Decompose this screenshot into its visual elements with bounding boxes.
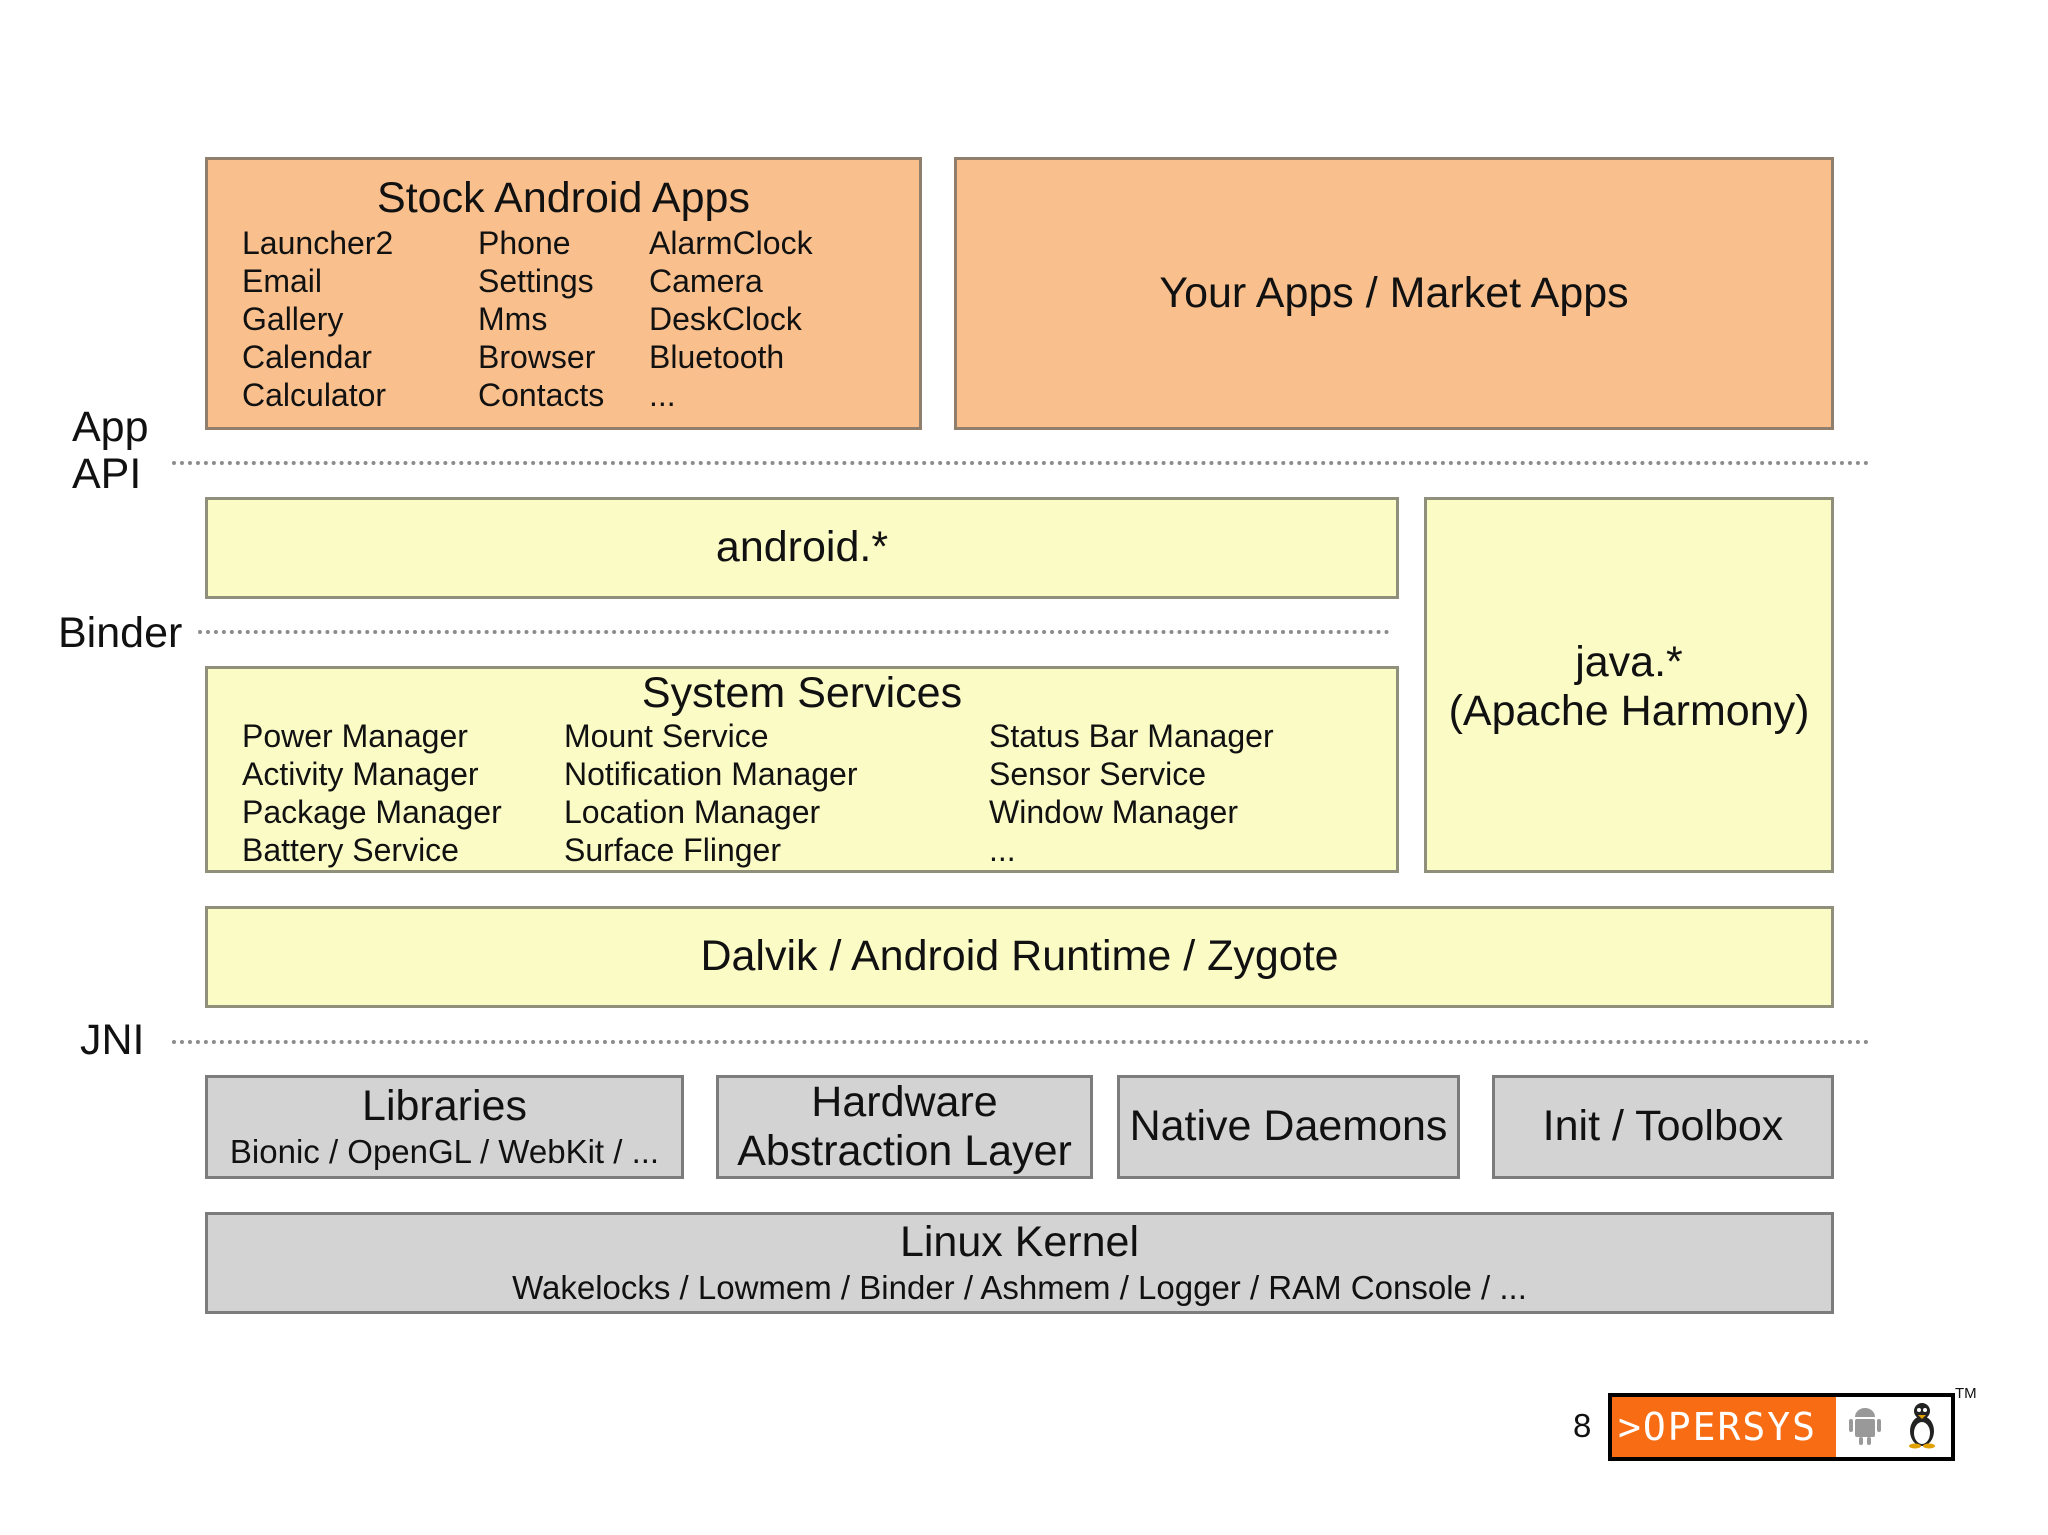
jni-divider (172, 1040, 1870, 1044)
libraries-title: Libraries (362, 1082, 527, 1131)
java-pkg-box: java.* (Apache Harmony) (1424, 497, 1834, 873)
system-services-column-2: Mount Service Notification Manager Locat… (564, 717, 857, 869)
list-item: Sensor Service (989, 756, 1206, 792)
list-item: Contacts (478, 377, 605, 413)
android-icon (1848, 1403, 1882, 1452)
stock-apps-column-2: Phone Settings Mms Browser Contacts (478, 224, 604, 414)
list-item: Mms (478, 301, 548, 337)
native-daemons-box: Native Daemons (1117, 1075, 1460, 1179)
stock-apps-list: Launcher2 Email Gallery Calendar Calcula… (242, 224, 902, 414)
hal-title-line2: Abstraction Layer (737, 1127, 1072, 1175)
binder-label: Binder (58, 609, 183, 657)
list-item: DeskClock (649, 301, 802, 337)
app-api-divider (172, 461, 1870, 465)
your-apps-box: Your Apps / Market Apps (954, 157, 1834, 430)
penguin-icon (1905, 1401, 1939, 1454)
system-services-list: Power Manager Activity Manager Package M… (242, 717, 1382, 869)
list-item: Location Manager (564, 794, 821, 830)
stock-apps-column-1: Launcher2 Email Gallery Calendar Calcula… (242, 224, 393, 414)
java-pkg-title-line1: java.* (1575, 638, 1683, 686)
kernel-box: Linux Kernel Wakelocks / Lowmem / Binder… (205, 1212, 1834, 1314)
list-item: Phone (478, 225, 571, 261)
hal-title-line1: Hardware (811, 1077, 998, 1126)
java-pkg-title: java.* (Apache Harmony) (1427, 638, 1831, 737)
system-services-column-1: Power Manager Activity Manager Package M… (242, 717, 502, 869)
opersys-logo: >OPERSYS (1608, 1393, 1955, 1461)
libraries-subtitle: Bionic / OpenGL / WebKit / ... (229, 1132, 660, 1170)
list-item: Browser (478, 339, 596, 375)
list-item: Gallery (242, 301, 344, 337)
init-toolbox-box: Init / Toolbox (1492, 1075, 1834, 1179)
android-pkg-title: android.* (715, 523, 889, 572)
hal-box: Hardware Abstraction Layer (716, 1075, 1093, 1179)
logo-text: >OPERSYS (1612, 1397, 1836, 1457)
runtime-title: Dalvik / Android Runtime / Zygote (700, 932, 1339, 981)
app-api-label: App API (72, 403, 149, 499)
app-api-label-line1: App (72, 403, 149, 451)
stock-apps-column-3: AlarmClock Camera DeskClock Bluetooth ..… (649, 224, 813, 414)
java-pkg-title-line2: (Apache Harmony) (1448, 687, 1810, 736)
jni-label: JNI (80, 1016, 145, 1064)
stock-apps-title: Stock Android Apps (377, 174, 750, 222)
list-item: Camera (649, 263, 763, 299)
your-apps-title: Your Apps / Market Apps (1159, 268, 1629, 317)
trademark-mark: TM (1955, 1385, 1977, 1402)
list-item: AlarmClock (649, 225, 813, 261)
list-item: Settings (478, 263, 594, 299)
list-item: Window Manager (989, 794, 1238, 830)
list-item: Launcher2 (242, 225, 394, 261)
app-api-label-line2: API (72, 450, 142, 499)
android-pkg-box: android.* (205, 497, 1399, 599)
system-services-title: System Services (641, 669, 963, 717)
kernel-title: Linux Kernel (899, 1218, 1140, 1267)
list-item: Mount Service (564, 718, 769, 754)
list-item: Surface Flinger (564, 832, 781, 868)
runtime-box: Dalvik / Android Runtime / Zygote (205, 906, 1834, 1008)
system-services-box: System Services Power Manager Activity M… (205, 666, 1399, 873)
system-services-column-3: Status Bar Manager Sensor Service Window… (989, 717, 1274, 869)
init-toolbox-title: Init / Toolbox (1542, 1102, 1784, 1151)
list-item: Calculator (242, 377, 387, 413)
list-item: Calendar (242, 339, 372, 375)
list-item: Email (242, 263, 323, 299)
list-item: Notification Manager (564, 756, 858, 792)
list-item: ... (649, 377, 676, 413)
list-item: Status Bar Manager (989, 718, 1274, 754)
libraries-box: Libraries Bionic / OpenGL / WebKit / ... (205, 1075, 684, 1179)
stock-apps-box: Stock Android Apps Launcher2 Email Galle… (205, 157, 922, 430)
list-item: Bluetooth (649, 339, 785, 375)
binder-divider (198, 630, 1390, 634)
list-item: ... (989, 832, 1016, 868)
list-item: Battery Service (242, 832, 459, 868)
page-number: 8 (1573, 1407, 1592, 1444)
list-item: Package Manager (242, 794, 502, 830)
list-item: Activity Manager (242, 756, 479, 792)
logo-icons (1836, 1397, 1951, 1457)
kernel-subtitle: Wakelocks / Lowmem / Binder / Ashmem / L… (512, 1268, 1527, 1306)
native-daemons-title: Native Daemons (1129, 1102, 1448, 1151)
list-item: Power Manager (242, 718, 468, 754)
